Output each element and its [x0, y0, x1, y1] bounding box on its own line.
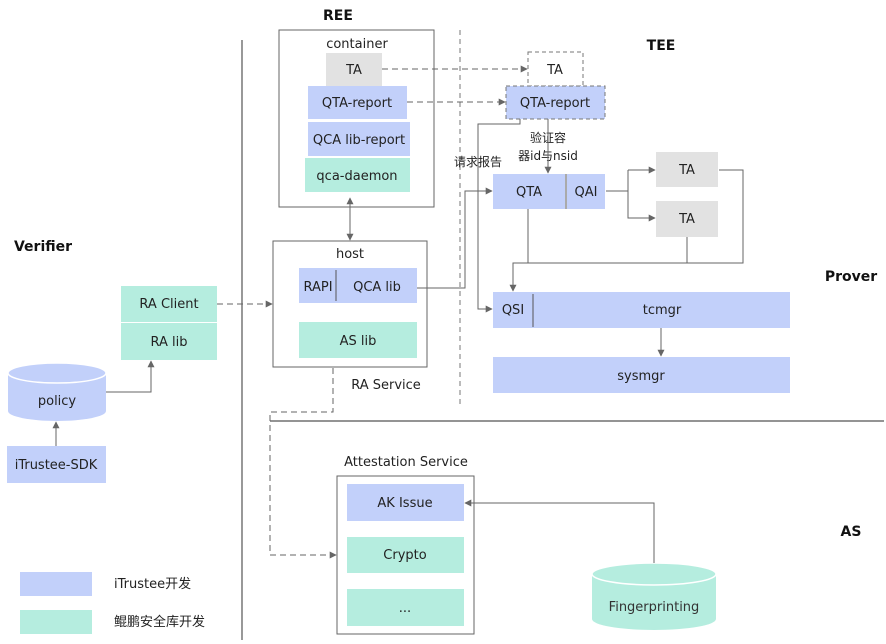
qsi-label: QSI	[502, 303, 524, 318]
tcmgr-label: tcmgr	[643, 303, 682, 318]
host-title: host	[336, 247, 364, 262]
qai-label: QAI	[575, 185, 598, 200]
sysmgr-label: sysmgr	[617, 369, 665, 384]
container-ta-box	[326, 53, 382, 86]
sysmgr-box	[493, 357, 790, 393]
region-label-as: AS	[841, 524, 862, 540]
qca-daemon-box	[305, 158, 410, 192]
attestation-service-title: Attestation Service	[344, 455, 468, 470]
container-qta-report-box	[308, 86, 407, 119]
edge-qta-report-to-qsi	[477, 119, 521, 313]
itrustee-sdk-label: iTrustee-SDK	[15, 458, 98, 473]
edge-fingerprinting-to-ak-issue	[464, 499, 655, 563]
ak-issue-label: AK Issue	[377, 496, 432, 511]
rapi-qca-lib-box	[299, 268, 417, 303]
crypto-box	[347, 537, 464, 573]
region-label-verifier: Verifier	[14, 239, 72, 255]
edge-qca-lib-to-qta	[417, 187, 493, 289]
ra-client-label: RA Client	[139, 297, 198, 312]
tee-ta-lower-label: TA	[678, 212, 695, 227]
qsi-tcmgr-box	[493, 292, 790, 328]
rapi-label: RAPI	[303, 280, 332, 295]
qca-lib-report-label: QCA lib-report	[313, 133, 405, 148]
qai-box	[567, 174, 605, 209]
edge-host-to-attestation	[269, 368, 337, 559]
legend-kunpeng-swatch	[20, 610, 92, 634]
region-label-tee: TEE	[647, 38, 676, 54]
fingerprinting-label: Fingerprinting	[609, 600, 700, 615]
ra-lib-box	[121, 323, 217, 360]
as-lib-box	[299, 322, 417, 358]
more-modules-label: ...	[399, 601, 411, 616]
more-modules-box	[347, 589, 464, 626]
container-ta-label: TA	[345, 63, 362, 78]
ra-client-box	[121, 286, 217, 322]
qca-lib-label: QCA lib	[353, 280, 401, 295]
tee-qta-report-label: QTA-report	[520, 96, 590, 111]
qta-label: QTA	[516, 185, 542, 200]
tee-ta-lower-box	[656, 201, 718, 237]
qca-daemon-label: qca-daemon	[316, 169, 397, 184]
fingerprinting-database-cylinder	[591, 562, 717, 630]
legend-itrustee-label: iTrustee开发	[114, 576, 191, 592]
container-title: container	[326, 37, 388, 52]
region-label-prover: Prover	[825, 269, 877, 285]
policy-label: policy	[38, 394, 77, 409]
itrustee-sdk-box	[7, 446, 106, 483]
ak-issue-box	[347, 484, 464, 521]
tee-qta-report-box	[505, 85, 606, 120]
region-label-ree: REE	[323, 8, 353, 24]
legend-itrustee-swatch	[20, 572, 92, 596]
crypto-label: Crypto	[383, 548, 426, 563]
tee-ta-box	[527, 51, 584, 87]
edge-policy-to-ra-lib	[106, 360, 155, 393]
qta-box	[493, 174, 565, 209]
ra-service-label: RA Service	[351, 378, 421, 393]
tee-ta-upper-box	[656, 152, 718, 187]
container-qta-report-label: QTA-report	[322, 96, 392, 111]
legend-kunpeng-label: 鲲鹏安全库开发	[114, 614, 205, 630]
qca-lib-report-box	[308, 122, 410, 156]
policy-database-cylinder	[7, 362, 107, 421]
tee-ta-label: TA	[546, 63, 563, 78]
ra-lib-label: RA lib	[150, 335, 187, 350]
as-lib-label: AS lib	[340, 334, 377, 349]
edge-qai-to-tas	[627, 170, 656, 222]
tee-ta-upper-label: TA	[678, 163, 695, 178]
edge-tas-to-qsi	[509, 169, 744, 292]
